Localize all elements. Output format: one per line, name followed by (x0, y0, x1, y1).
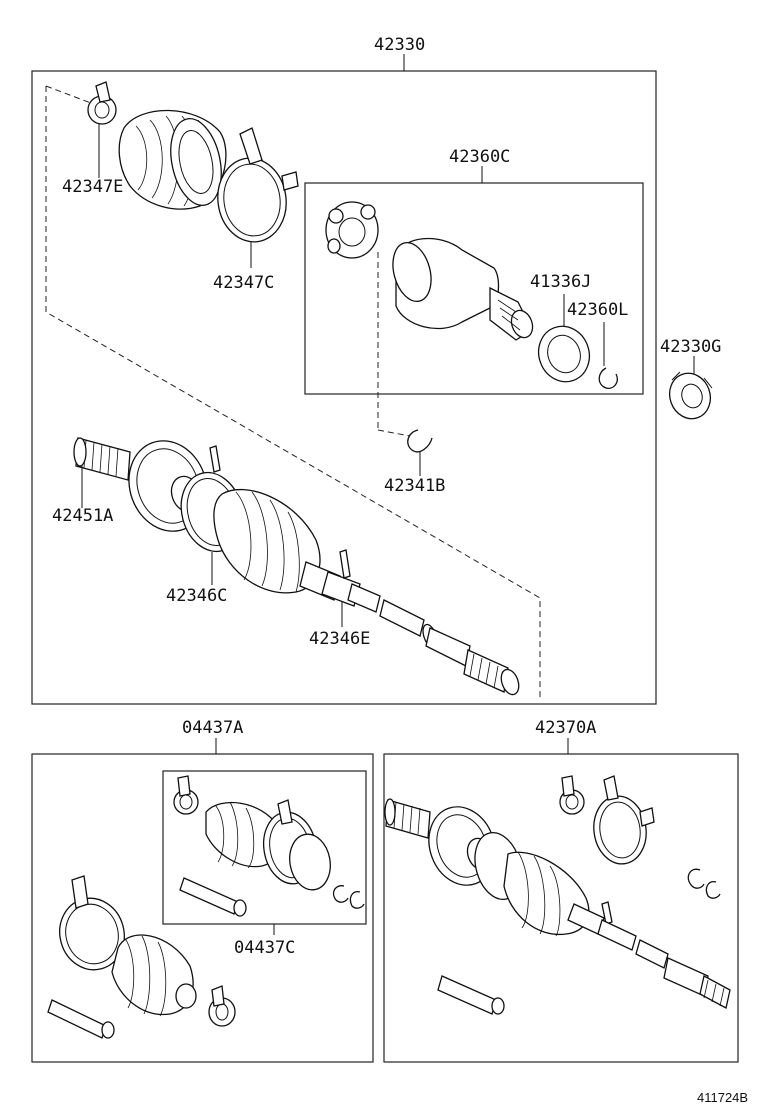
part-label-42341B[interactable]: 42341B (384, 476, 445, 496)
assembly-04437C-label[interactable]: 04437C (234, 938, 295, 958)
snap-ring-42360L[interactable] (598, 367, 618, 389)
assembly-04437A: 04437A 04437C (31, 718, 374, 1063)
assembly-42370A-label[interactable]: 42370A (535, 718, 596, 738)
assembly-42330: 42330 42347E 42347C (31, 35, 657, 705)
seal-41336J[interactable] (531, 319, 597, 389)
assembly-42360C-frame (304, 182, 644, 395)
grease-tube-04437C (179, 877, 247, 917)
assembly-42360C: 42360C 41336J (304, 147, 644, 395)
part-label-42451A[interactable]: 42451A (52, 506, 113, 526)
drive-shaft (73, 437, 520, 696)
snap-rings-04437C (332, 885, 365, 909)
part-label-42347C[interactable]: 42347C (213, 273, 274, 293)
band-04437C (262, 799, 331, 891)
boot-04437A (111, 934, 197, 1017)
clamp-small-04437C (173, 775, 199, 815)
nut-42330G[interactable] (663, 368, 716, 425)
assembly-04437C: 04437C (162, 770, 367, 958)
assembly-04437C-frame (162, 770, 367, 925)
part-label-42330G[interactable]: 42330G (660, 337, 721, 357)
grease-tube-42370A (437, 975, 505, 1015)
part-label-42347E[interactable]: 42347E (62, 177, 123, 197)
assembly-42370A: 42370A (383, 718, 739, 1063)
assembly-04437A-frame (31, 753, 374, 1063)
assembly-42330-frame (31, 70, 657, 705)
snap-ring-42341B[interactable] (407, 429, 433, 453)
part-label-42346C[interactable]: 42346C (166, 586, 227, 606)
assembly-42370A-frame (383, 753, 739, 1063)
assembly-04437A-label[interactable]: 04437A (182, 718, 243, 738)
part-label-42360L[interactable]: 42360L (567, 300, 628, 320)
part-label-41336J[interactable]: 41336J (530, 272, 591, 292)
band-large-42370A (593, 775, 655, 865)
clamp-small-42370A (559, 775, 585, 815)
tripod-spider (325, 201, 379, 259)
outer-boot (118, 109, 227, 210)
shaft-42370A (384, 798, 731, 1009)
part-label-42346E[interactable]: 42346E (309, 629, 370, 649)
clamp-42347E[interactable] (87, 81, 117, 125)
band-large-04437A (59, 875, 125, 971)
assembly-outline-dashed (45, 86, 541, 700)
grease-tube-04437A (47, 999, 115, 1039)
assembly-42330-label[interactable]: 42330 (374, 35, 425, 55)
clamp-42347C[interactable] (212, 127, 299, 246)
diagram-reference-id: 411724B (697, 1090, 748, 1105)
inner-joint-housing (392, 237, 534, 341)
clamp-small-04437A (208, 985, 236, 1027)
snap-rings-42370A (687, 868, 721, 899)
assembly-42360C-label[interactable]: 42360C (449, 147, 510, 167)
